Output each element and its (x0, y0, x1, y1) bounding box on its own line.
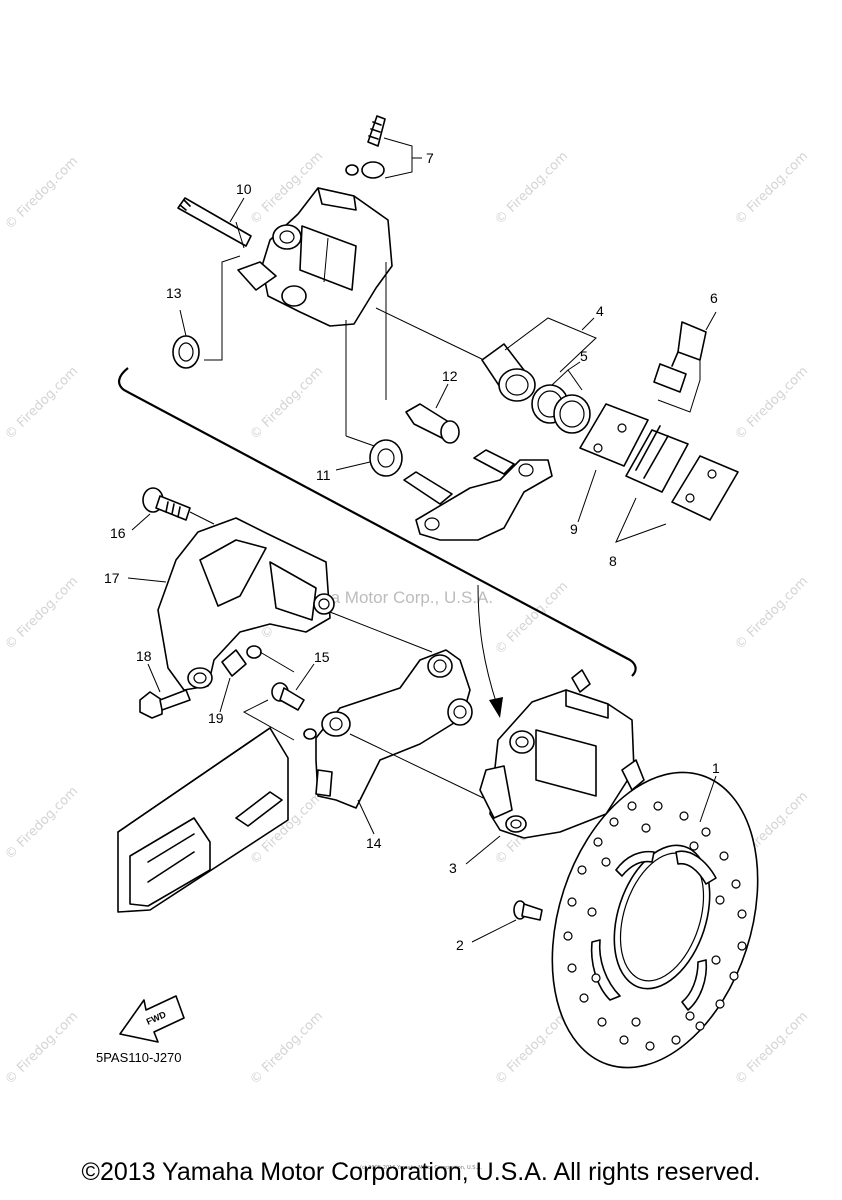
callout-10: 10 (236, 181, 252, 197)
watermark: © Firedog.com (492, 579, 571, 658)
callout-4: 4 (596, 303, 604, 319)
watermark: © Firedog.com (2, 784, 81, 863)
guide-14 (349, 733, 501, 807)
bleed-screw (345, 115, 386, 179)
leader-2 (471, 919, 517, 943)
assembly-arrow-head (489, 697, 503, 718)
watermark: © Firedog.com (732, 574, 811, 653)
watermark: © Firedog.com (2, 364, 81, 443)
caliper-body (237, 187, 393, 327)
copyright-footer: ©2013 Yamaha Motor Corporation, U.S.A. A… (81, 1158, 761, 1186)
caliper-bracket (403, 449, 553, 541)
guide-17 (329, 611, 433, 653)
leader-13 (179, 309, 187, 337)
watermark: © Firedog.com (247, 1009, 326, 1088)
callout-3: 3 (449, 860, 457, 876)
callout-19: 19 (208, 710, 224, 726)
callout-15: 15 (314, 649, 330, 665)
bushing-11 (369, 439, 403, 477)
slide-pin (177, 197, 252, 249)
watermark: © Firedog.com (732, 364, 811, 443)
leader-4b (581, 317, 595, 331)
assembly-arrow-line (477, 584, 498, 706)
callout-17: 17 (104, 570, 120, 586)
leader-18 (147, 663, 161, 693)
leader-15 (295, 663, 315, 691)
watermark: © Firedog.com (2, 574, 81, 653)
pin-12 (405, 403, 460, 444)
watermark: © Firedog.com (247, 364, 326, 443)
part-code: 5PAS110-J270 (96, 1050, 182, 1065)
group-bracket (118, 367, 637, 677)
callout-18: 18 (136, 648, 152, 664)
callout-1: 1 (712, 760, 720, 776)
guide-19 (259, 651, 295, 673)
brake-disc (551, 771, 759, 1069)
callout-7: 7 (426, 150, 434, 166)
guide-13 (204, 255, 241, 361)
leader-6 (657, 360, 701, 413)
watermark: © Firedog.com (2, 154, 81, 233)
guide-15 (242, 699, 295, 741)
leader-17 (127, 577, 167, 583)
leader-1 (699, 775, 717, 823)
leader-12 (435, 383, 449, 409)
bolt-16 (142, 487, 191, 521)
leader-6b (705, 311, 717, 331)
callout-6: 6 (710, 290, 718, 306)
tiny-copyright: (c) 2005-2016 Yamaha Motor Corporation, … (360, 1165, 482, 1171)
pad-spring (653, 321, 707, 393)
callout-5: 5 (580, 348, 588, 364)
seals (531, 384, 591, 434)
pad-9 (579, 403, 649, 467)
watermark: © Firedog.com (732, 149, 811, 228)
watermark: © Firedog.com (492, 149, 571, 228)
leader-11 (335, 461, 371, 471)
swingarm (117, 727, 289, 913)
bracket-arm (303, 649, 473, 809)
leader-14 (357, 799, 375, 835)
fwd-arrow: FWD (119, 995, 185, 1043)
leader-19 (219, 677, 231, 713)
callout-11: 11 (316, 467, 331, 483)
leader-9 (577, 469, 597, 523)
guide-piston (375, 307, 489, 363)
leader-3 (465, 835, 501, 865)
bracket-plate (157, 517, 335, 691)
callout-14: 14 (366, 835, 382, 851)
callout-12: 12 (442, 368, 458, 384)
callout-13: 13 (166, 285, 182, 301)
boot-13 (172, 335, 200, 369)
pads-8 (625, 425, 739, 521)
leader-7 (383, 137, 413, 179)
callout-2: 2 (456, 937, 464, 953)
watermark: © Firedog.com (732, 1009, 811, 1088)
clip-19 (221, 645, 262, 677)
callout-9: 9 (570, 521, 578, 537)
leader-16 (131, 513, 151, 531)
guide-16 (189, 511, 215, 525)
watermark: © Firedog.com (2, 1009, 81, 1088)
callout-8: 8 (609, 553, 617, 569)
disc-screw (513, 900, 543, 921)
watermark: © Firedog.com (492, 1009, 571, 1088)
callout-16: 16 (110, 525, 126, 541)
bolt-18 (139, 689, 191, 719)
leader-5b (567, 361, 581, 371)
bolt-15 (271, 682, 305, 711)
leader-8 (615, 497, 667, 543)
piston (481, 343, 536, 402)
leader-10 (229, 197, 245, 223)
caliper-assembly (479, 669, 645, 839)
leader-4 (504, 317, 597, 373)
